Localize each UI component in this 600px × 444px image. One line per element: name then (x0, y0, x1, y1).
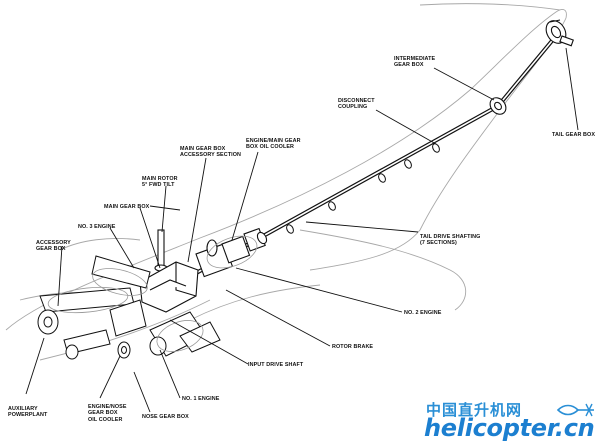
watermark-chinese: 中国直升机网 (426, 401, 523, 419)
watermark-english: helicopter.cn (424, 414, 595, 442)
label-rotor-brake: ROTOR BRAKE (332, 344, 374, 350)
label-no2-engine: NO. 2 ENGINE (404, 310, 442, 316)
leader-lines (25, 47, 579, 413)
tail-gear-box-part (545, 19, 574, 47)
engines-part (37, 255, 221, 360)
label-main-gear-box: MAIN GEAR BOX (104, 204, 150, 210)
main-gear-box-part (139, 227, 268, 313)
label-tail-gear-box: TAIL GEAR BOX (552, 132, 596, 138)
label-input-drive-shaft: INPUT DRIVE SHAFT (248, 362, 304, 368)
label-no1-engine: NO. 1 ENGINE (182, 396, 220, 402)
fuselage-outline (5, 3, 567, 361)
label-tail-drive-shafting: TAIL DRIVE SHAFTING(7 SECTIONS) (420, 234, 481, 247)
label-no3-engine: NO. 3 ENGINE (78, 224, 116, 230)
helicopter-logo-icon (556, 403, 594, 417)
label-nose-gear-box: NOSE GEAR BOX (142, 414, 189, 420)
